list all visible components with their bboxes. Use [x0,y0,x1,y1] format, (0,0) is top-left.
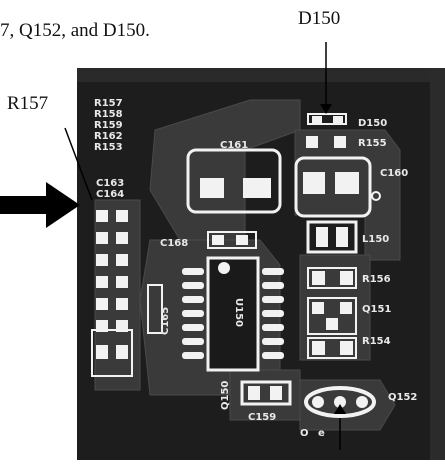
callout-r157: R157 [7,93,49,114]
u150-ic [182,256,284,372]
callout-d150: D150 [298,8,341,29]
label-r156: R156 [362,274,391,285]
label-r153: R153 [94,142,123,153]
label-l150: L150 [362,234,389,245]
label-c168: C168 [160,238,188,249]
c168-capacitor [207,231,257,249]
left-resistor-array [96,210,128,359]
silkscreen-labels: R157 R158 R159 R162 R153 C163 C164 C161 … [94,98,417,423]
c161-capacitor [186,148,282,214]
l150-inductor [306,220,358,254]
pointer-arrow [0,182,80,228]
right-components [307,267,357,359]
label-r162: R162 [94,131,123,142]
label-u150: U150 [233,298,244,327]
svg-text:e: e [318,428,325,439]
q152-transistor: O e [300,386,376,439]
q152-arrowhead [334,404,346,414]
d150-diode [306,113,347,148]
c160-capacitor [294,156,381,218]
label-r158: R158 [94,109,123,120]
label-c161: C161 [220,140,248,151]
label-r159: R159 [94,120,123,131]
c165-capacitor [91,329,133,377]
d150-arrowhead [320,104,332,114]
svg-text:O: O [300,428,309,439]
label-c163: C163 [96,178,124,189]
label-c164: C164 [96,189,124,200]
label-r154: R154 [362,336,391,347]
caption-text: 7, Q152, and D150. [0,20,150,41]
label-q151: Q151 [362,304,391,315]
label-c159: C159 [248,412,276,423]
label-c160: C160 [380,168,408,179]
label-d150: D150 [358,118,387,129]
label-r155: R155 [358,138,387,149]
label-q150: Q150 [220,381,231,410]
label-q152: Q152 [388,392,417,403]
label-r157: R157 [94,98,123,109]
c159-capacitor [240,380,292,406]
label-c165: C165 [160,307,171,335]
callout-lines [64,42,341,450]
